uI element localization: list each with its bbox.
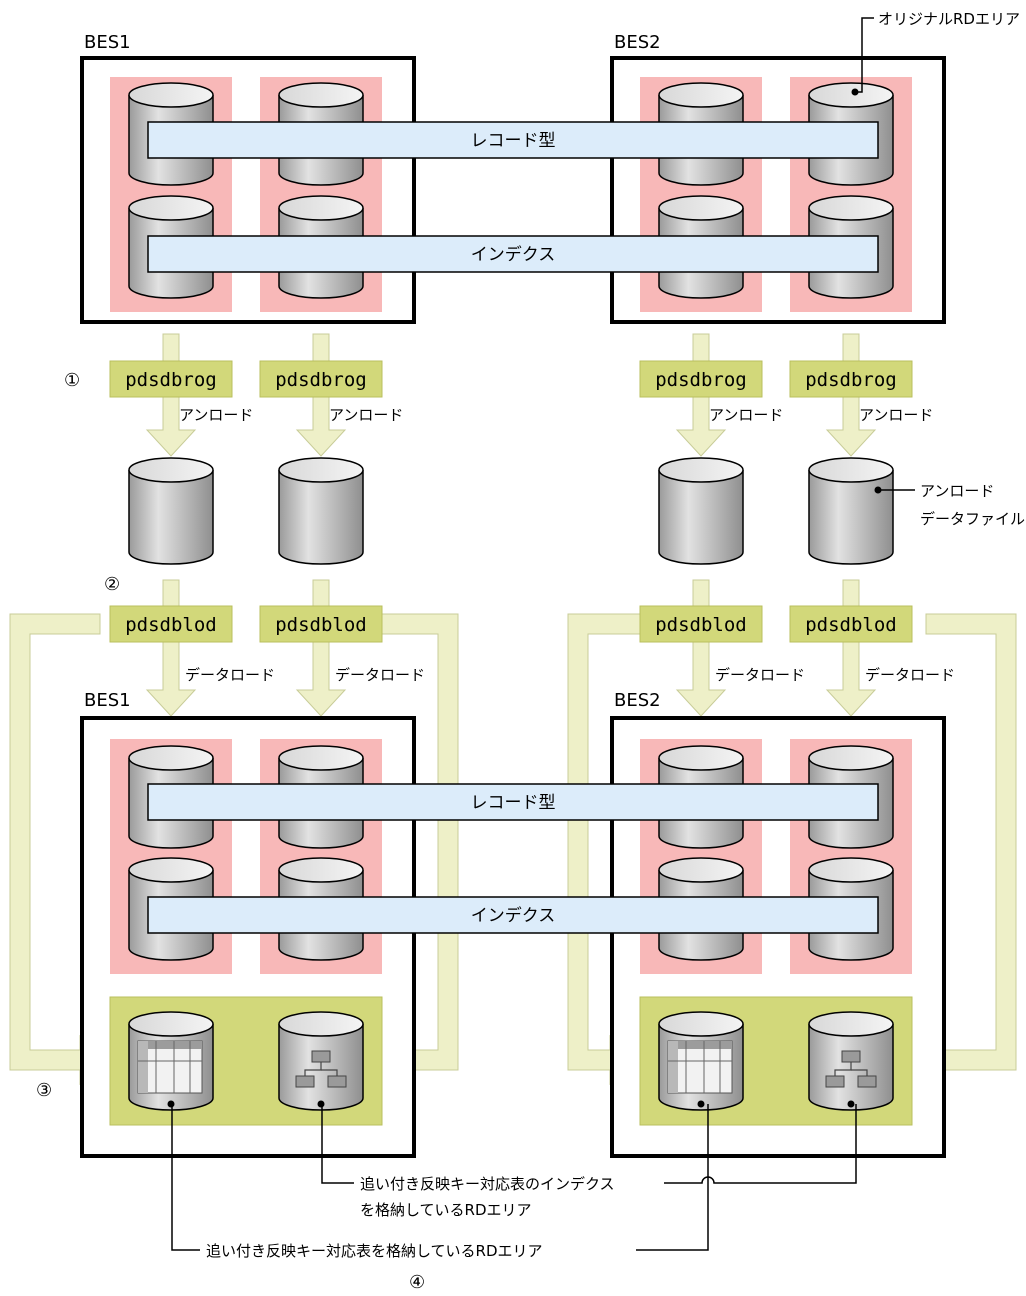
index-cyl-leader-bes1 — [321, 1104, 354, 1184]
unload-data-file — [128, 457, 214, 565]
step-1: ① — [64, 370, 80, 391]
leader-dot — [847, 1100, 855, 1108]
load-command-label: pdsdblod — [655, 614, 747, 636]
load-command: pdsdblod — [789, 605, 913, 643]
top-bes2-title: BES2 — [614, 32, 661, 53]
table-icon — [137, 1040, 203, 1094]
unload-command: pdsdbrog — [259, 360, 383, 398]
step-4: ④ — [409, 1272, 425, 1293]
load-action-label: データロード — [715, 666, 805, 684]
unload-data-file — [278, 457, 364, 565]
load-action-label: データロード — [335, 666, 425, 684]
unload-file-label-1: アンロード — [920, 482, 994, 500]
unload-data-file — [808, 457, 894, 565]
bottom-index-bar — [147, 896, 879, 934]
index-cyl-leader-bes2 — [664, 1104, 857, 1184]
load-command: pdsdblod — [109, 605, 233, 643]
unload-action-label: アンロード — [859, 406, 933, 424]
original-rdarea-label: オリジナルRDエリア — [878, 10, 1020, 28]
load-command-label: pdsdblod — [275, 614, 367, 636]
unload-command-label: pdsdbrog — [275, 369, 367, 391]
step-2: ② — [104, 574, 120, 595]
index-note-line1: 追い付き反映キー対応表のインデクス — [360, 1175, 615, 1193]
table-note: 追い付き反映キー対応表を格納しているRDエリア — [206, 1242, 543, 1260]
load-action-label: データロード — [865, 666, 955, 684]
load-command-label: pdsdblod — [805, 614, 897, 636]
unload-command: pdsdbrog — [639, 360, 763, 398]
unload-data-file — [658, 457, 744, 565]
top-index-bar — [147, 235, 879, 273]
unload-action-label: アンロード — [179, 406, 253, 424]
index-tree-icon — [825, 1050, 877, 1088]
bottom-index-bar-label: インデクス — [471, 905, 556, 926]
load-command: pdsdblod — [639, 605, 763, 643]
bottom-record-bar — [147, 783, 879, 821]
load-arrow — [675, 579, 727, 717]
table-icon — [667, 1040, 733, 1094]
bottom-record-bar-label: レコード型 — [471, 793, 556, 813]
unload-command: pdsdbrog — [789, 360, 913, 398]
load-command: pdsdblod — [259, 605, 383, 643]
leader-dot — [697, 1100, 705, 1108]
index-note-line2: を格納しているRDエリア — [360, 1201, 532, 1219]
top-record-bar — [147, 121, 879, 159]
unload-file-label-2: データファイル — [920, 510, 1025, 528]
leader-dot — [317, 1100, 325, 1108]
leader-dot — [167, 1100, 175, 1108]
index-tree-icon — [295, 1050, 347, 1088]
top-bes1-title: BES1 — [84, 32, 131, 53]
step-3: ③ — [36, 1080, 52, 1101]
load-arrow — [295, 579, 347, 717]
load-command-label: pdsdblod — [125, 614, 217, 636]
unload-command: pdsdbrog — [109, 360, 233, 398]
load-arrow — [145, 579, 197, 717]
original-rdarea-leader — [855, 17, 874, 93]
unload-action-label: アンロード — [709, 406, 783, 424]
record-cylinder — [278, 745, 364, 849]
unload-command-label: pdsdbrog — [805, 369, 897, 391]
top-index-bar-label: インデクス — [471, 244, 556, 265]
unload-command-label: pdsdbrog — [655, 369, 747, 391]
top-record-bar-label: レコード型 — [471, 131, 556, 151]
unload-action-label: アンロード — [329, 406, 403, 424]
table-cyl-leader-bes2 — [636, 1104, 709, 1251]
bottom-bes1-title: BES1 — [84, 690, 131, 711]
load-arrow — [825, 579, 877, 717]
table-cyl-leader-bes1 — [171, 1104, 200, 1251]
load-action-label: データロード — [185, 666, 275, 684]
bottom-bes2-title: BES2 — [614, 690, 661, 711]
unload-command-label: pdsdbrog — [125, 369, 217, 391]
